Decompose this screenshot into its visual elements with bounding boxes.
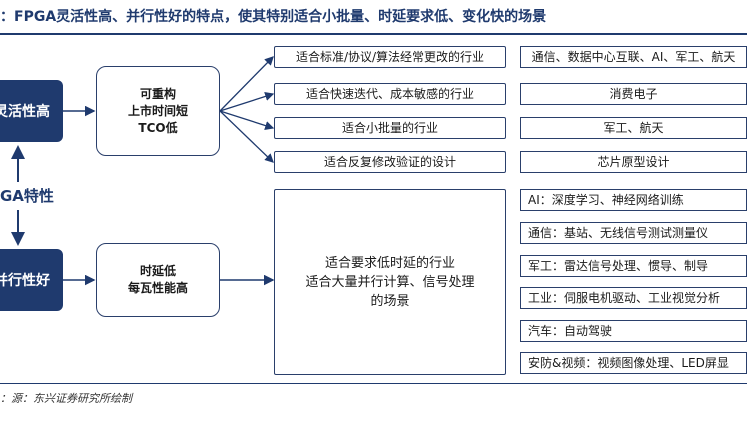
parallel-summary-box: 时延低 每瓦性能高 bbox=[96, 243, 220, 317]
parallel-app: 通信：基站、无线信号测试测量仪 bbox=[520, 222, 747, 244]
branch-parallel-text: 并行性好 bbox=[0, 273, 50, 289]
parallel-feature-line: 的场景 bbox=[370, 293, 410, 309]
flex-summary-line: TCO低 bbox=[138, 120, 178, 135]
branch-parallel-label: 并行性好 bbox=[0, 249, 63, 311]
page-title: ：FPGA灵活性高、并行性好的特点，使其特别适合小批量、时延要求低、变化快的场景 bbox=[0, 9, 547, 25]
footer-rule bbox=[0, 383, 747, 384]
flex-app: 通信、数据中心互联、AI、军工、航天 bbox=[520, 46, 747, 68]
arrow-flex-f4 bbox=[219, 110, 274, 163]
parallel-feature-line: 适合要求低时延的行业 bbox=[324, 255, 455, 271]
parallel-app: 工业：伺服电机驱动、工业视觉分析 bbox=[520, 287, 747, 309]
parallel-feature-box: 适合要求低时延的行业 适合大量并行计算、信号处理 的场景 bbox=[274, 189, 506, 375]
arrow-flex-f1 bbox=[219, 56, 274, 112]
flex-summary-line: 可重构 bbox=[139, 86, 176, 101]
parallel-feature-line: 适合大量并行计算、信号处理 bbox=[305, 274, 475, 290]
flex-feature: 适合小批量的行业 bbox=[274, 117, 506, 139]
flex-app: 消费电子 bbox=[520, 83, 747, 105]
parallel-app: 安防&视频：视频图像处理、LED屏显 bbox=[520, 352, 747, 374]
branch-flex-label: 灵活性高 bbox=[0, 80, 63, 142]
flex-app: 芯片原型设计 bbox=[520, 151, 747, 173]
parallel-summary-line: 每瓦性能高 bbox=[127, 281, 188, 295]
flex-summary-box: 可重构 上市时间短 TCO低 bbox=[96, 66, 220, 156]
center-label: GA特性 bbox=[0, 187, 54, 205]
parallel-summary-line: 时延低 bbox=[139, 264, 176, 278]
parallel-app: 汽车：自动驾驶 bbox=[520, 320, 747, 342]
flex-feature: 适合反复修改验证的设计 bbox=[274, 151, 506, 173]
parallel-app: AI：深度学习、神经网络训练 bbox=[520, 189, 747, 211]
flex-feature: 适合标准/协议/算法经常更改的行业 bbox=[274, 46, 506, 68]
flex-feature: 适合快速迭代、成本敏感的行业 bbox=[274, 83, 506, 105]
branch-flex-text: 灵活性高 bbox=[0, 104, 50, 120]
flex-app: 军工、航天 bbox=[520, 117, 747, 139]
title-rule bbox=[0, 33, 747, 35]
source-note: ：源：东兴证券研究所绘制 bbox=[0, 392, 132, 405]
arrow-flex-f2 bbox=[219, 92, 275, 112]
arrow-flex-f3 bbox=[219, 110, 275, 130]
flex-summary-line: 上市时间短 bbox=[127, 103, 188, 118]
parallel-app: 军工：雷达信号处理、惯导、制导 bbox=[520, 255, 747, 277]
